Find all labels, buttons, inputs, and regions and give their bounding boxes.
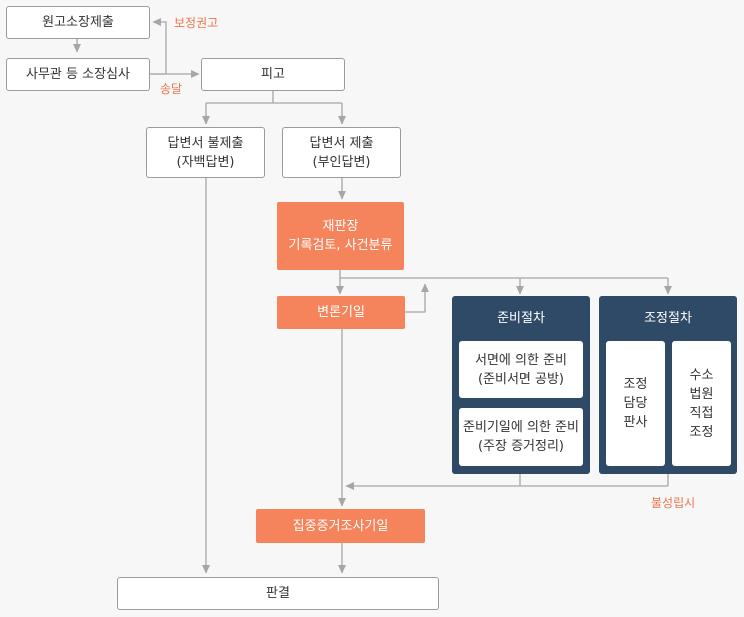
arrow-review-split xyxy=(339,270,668,279)
arrow-hearing-loop xyxy=(405,283,429,313)
node-judgment: 판결 xyxy=(117,577,439,610)
node-answer: 답변서 제출 (부인답변) xyxy=(282,127,401,178)
arrow-procedures-return xyxy=(346,474,669,486)
node-complaint: 원고소장제출 xyxy=(6,6,150,39)
prep-procedure-title: 준비절차 xyxy=(497,311,545,326)
node-prep-written: 서면에 의한 준비 (준비서면 공방) xyxy=(459,341,583,398)
node-no-answer: 답변서 불제출 (자백답변) xyxy=(146,127,265,178)
note-service: 송달 xyxy=(160,82,183,96)
node-mediation-judge: 조정 담당 판사 xyxy=(606,341,665,466)
arrow-review-to-complaint xyxy=(150,18,167,75)
node-presiding-review: 재판장 기록검토, 사건분류 xyxy=(277,202,404,270)
node-evidence-hearing: 집중증거조사기일 xyxy=(256,509,425,543)
node-prep-session: 준비기일에 의한 준비 (주장 증거정리) xyxy=(459,408,583,466)
node-mediation-court: 수소 법원 직접 조정 xyxy=(672,341,731,466)
note-failure: 불성립시 xyxy=(651,496,696,510)
node-defendant: 피고 xyxy=(201,58,345,91)
node-clerk-review: 사무관 등 소장심사 xyxy=(6,58,150,91)
mediation-procedure-title: 조정절차 xyxy=(644,311,692,326)
arrow-defendant-split xyxy=(205,91,343,124)
note-correction: 보정권고 xyxy=(174,16,219,30)
node-hearing: 변론기일 xyxy=(277,296,405,329)
